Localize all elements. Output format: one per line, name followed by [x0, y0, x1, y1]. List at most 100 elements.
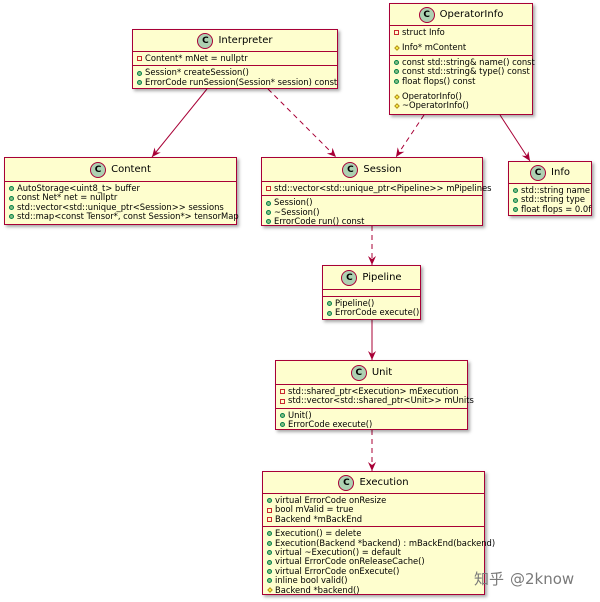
public-visibility-icon [280, 422, 285, 428]
member-text: std::string type [521, 194, 586, 205]
class-badge-icon: C [342, 161, 359, 178]
member-text: Content* mNet = nullptr [145, 53, 248, 63]
public-visibility-icon [267, 568, 272, 574]
class-member: Unit() [280, 410, 463, 420]
class-member: std::vector<std::shared_ptr<Unit>> mUnit… [280, 395, 474, 405]
member-text: const std::string& name() const [402, 56, 535, 67]
class-member: struct Info [394, 27, 528, 37]
class-member: Session() [266, 197, 478, 207]
class-member: Pipeline() [327, 298, 416, 308]
private-visibility-icon [394, 30, 399, 36]
member-text: std::vector<std::unique_ptr<Pipeline>> m… [274, 183, 492, 193]
class-badge-icon: C [350, 364, 367, 381]
member-text: Session* createSession() [145, 67, 249, 78]
class-name: Pipeline [362, 272, 402, 283]
class-name: Execution [359, 477, 409, 488]
member-text: Backend *backend() [275, 584, 360, 595]
class-member: Backend *backend() [267, 584, 480, 595]
public-visibility-icon [394, 69, 399, 75]
class-member: ErrorCode run() const [266, 216, 478, 227]
member-text: Backend *mBackEnd [275, 513, 363, 524]
public-visibility-icon [9, 195, 14, 201]
member-text: virtual ErrorCode onReleaseCache() [275, 556, 425, 567]
member-text: virtual ErrorCode onResize [275, 495, 387, 505]
protected-visibility-icon [394, 103, 400, 109]
class-badge-icon: C [530, 164, 547, 181]
class-member: const std::string& type() const [394, 66, 530, 77]
class-member: OperatorInfo() [394, 91, 528, 101]
watermark: 知乎 @2know [474, 568, 574, 589]
member-text: ErrorCode run() const [274, 216, 365, 227]
class-member: virtual ErrorCode onReleaseCache() [267, 556, 480, 567]
public-visibility-icon [280, 412, 285, 418]
class-member: virtual ErrorCode onResize [267, 495, 480, 505]
member-text: inline bool valid() [275, 575, 348, 586]
watermark-handle: @2know [510, 569, 575, 588]
class-badge-icon: C [341, 269, 358, 286]
member-text: bool mValid = true [275, 504, 354, 515]
class-member: std::string type [513, 194, 587, 205]
class-header: C Session [262, 158, 482, 182]
protected-visibility-icon [267, 587, 273, 594]
public-visibility-icon [137, 70, 142, 76]
member-text: std::shared_ptr<Execution> mExecution [288, 386, 459, 396]
class-member: ~Session() [266, 207, 478, 217]
edge-interpreter-to-content [151, 88, 208, 158]
member-text: Info* mContent [402, 42, 467, 53]
member-text: ErrorCode execute() [288, 419, 373, 430]
public-visibility-icon [513, 206, 518, 212]
class-methods: Session()~Session()ErrorCode run() const [262, 195, 482, 228]
class-member: float flops() const [394, 76, 528, 86]
public-visibility-icon [267, 559, 272, 565]
class-member: ~OperatorInfo() [394, 100, 528, 111]
class-member: virtual ErrorCode onExecute() [267, 565, 480, 576]
edge-interpreter-to-session [267, 88, 337, 158]
class-fields: Content* mNet = nullptr [133, 52, 337, 65]
class-name: Session [363, 164, 402, 175]
public-visibility-icon [513, 197, 518, 203]
class-methods: Session* createSession()ErrorCode runSes… [133, 65, 337, 89]
member-text: virtual ErrorCode onExecute() [275, 565, 400, 576]
class-header: C Pipeline [323, 266, 420, 290]
class-member: std::vector<std::unique_ptr<Session>> se… [9, 202, 232, 212]
member-text: std::string name [521, 185, 591, 195]
class-member: inline bool valid() [267, 575, 480, 586]
public-visibility-icon [266, 219, 271, 225]
private-visibility-icon [280, 389, 285, 395]
member-text: std::map<const Tensor*, const Session*> … [17, 211, 239, 222]
class-name: Interpreter [218, 35, 273, 46]
class-methods: Unit()ErrorCode execute() [276, 407, 467, 432]
public-visibility-icon [327, 310, 332, 316]
class-member: ErrorCode execute() [327, 307, 419, 317]
member-text: struct Info [402, 27, 445, 37]
member-text: AutoStorage<uint8_t> buffer [17, 183, 140, 193]
member-text: const std::string& type() const [402, 66, 530, 77]
class-member: std::string name [513, 185, 591, 195]
public-visibility-icon [266, 200, 271, 206]
member-text: virtual ~Execution() = default [275, 546, 401, 557]
member-text: const Net* net = nullptr [17, 192, 118, 203]
public-visibility-icon [9, 214, 14, 220]
class-member: float flops = 0.0f [513, 204, 591, 214]
class-member: ErrorCode execute() [280, 419, 463, 430]
public-visibility-icon [267, 550, 272, 556]
member-text: ~OperatorInfo() [402, 100, 469, 111]
member-text: float flops = 0.0f [521, 203, 592, 214]
member-text: std::vector<std::shared_ptr<Unit>> mUnit… [288, 395, 474, 406]
class-member: Info* mContent [394, 42, 528, 53]
class-name: OperatorInfo [439, 9, 504, 20]
member-text: Execution() = delete [275, 528, 362, 539]
edge-operatorinfo-to-info [499, 114, 531, 162]
